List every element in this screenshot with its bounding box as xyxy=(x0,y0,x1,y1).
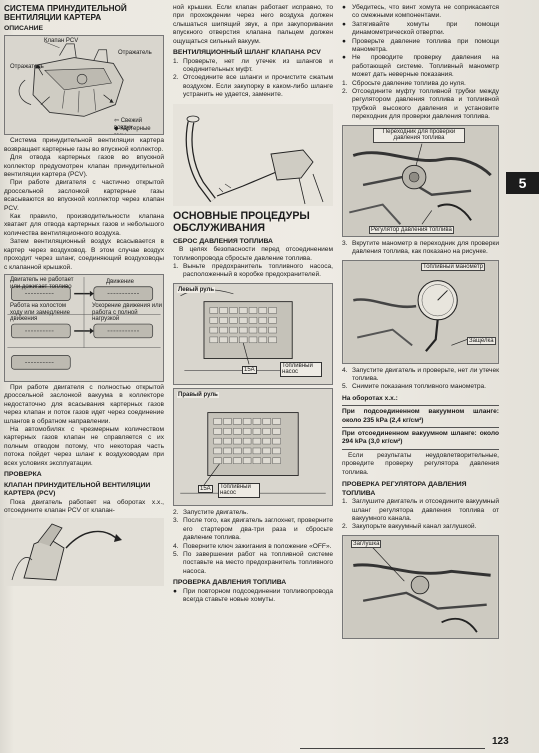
column-left: СИСТЕМА ПРИНУДИТЕЛЬНОЙ ВЕНТИЛЯЦИИ КАРТЕР… xyxy=(4,4,164,586)
main-heading-maintenance: ОСНОВНЫЕ ПРОЦЕДУРЫ ОБСЛУЖИВАНИЯ xyxy=(173,209,310,234)
list-item: ●Убедитесь, что винт хомута не соприкаса… xyxy=(342,4,499,20)
section-title-pcv: СИСТЕМА ПРИНУДИТЕЛЬНОЙ ВЕНТИЛЯЦИИ КАРТЕР… xyxy=(4,4,127,23)
fuel-pressure-check-heading: ПРОВЕРКА ДАВЛЕНИЯ ТОПЛИВА xyxy=(173,579,287,587)
label-plug: Заглушка xyxy=(351,539,382,549)
vacuum-plug-drawing xyxy=(343,535,498,638)
figure-vacuum-plug: Заглушка xyxy=(342,534,499,639)
label-movement: Движение xyxy=(106,278,134,285)
list-item: 1.Выньте предохранитель топливного насос… xyxy=(173,263,333,279)
valve-modes-drawing xyxy=(7,276,161,370)
paragraph: Для отвода картерных газов во впускной к… xyxy=(4,154,164,179)
label-deflector-right: Отражатель xyxy=(118,50,152,57)
figure-adapter-regulator: Переходник для проверки давления топлива… xyxy=(342,124,499,237)
figure-pcv-engine: Клапан PCV Отражатель Отражатель ⇦ Свежи… xyxy=(4,35,164,136)
paragraph: ной крышки. Если клапан работает исправн… xyxy=(173,4,333,45)
description-heading: ОПИСАНИЕ xyxy=(4,24,44,32)
figure-air-blow xyxy=(173,103,333,206)
list-item: 1.Сбросьте давление топлива до нуля. xyxy=(342,79,466,87)
list-item: 2.Запустите двигатель. xyxy=(173,508,249,516)
spec-with-vacuum: При подсоединенном вакуумном шланге: око… xyxy=(342,408,499,424)
fusebox-rhd-drawing xyxy=(180,412,326,494)
list-item: 1.Заглушите двигатель и отсоедините ваку… xyxy=(342,498,499,522)
label-idle: Работа на холостом ходу или замедление д… xyxy=(10,302,70,323)
list-item: 1.Проверьте, нет ли утечек из шлангов и … xyxy=(173,57,333,74)
list-item: 2.Закупорьте вакуумный канал заглушкой. xyxy=(342,523,477,531)
label-pressure-regulator: Регулятор давления топлива xyxy=(369,225,454,235)
check-bullets: ●При повторном подсоединении топливопров… xyxy=(173,588,333,605)
spec-without-vacuum: При отсоединенном вакуумном шланге: окол… xyxy=(342,429,499,446)
label-fuel-pump-rhd: Топливный насос xyxy=(218,482,260,499)
paragraph: При работе двигателя с полностью открыто… xyxy=(4,383,164,425)
figure-pcv-modes: Двигатель не работает или дожигает топли… xyxy=(4,273,164,382)
list-item: 3.После того, как двигатель заглохнет, п… xyxy=(173,517,333,542)
list-item: 5.Снимите показания топливного манометра… xyxy=(342,383,486,391)
page-number: 123 xyxy=(492,736,509,747)
idle-heading: На оборотах х.х.: xyxy=(342,394,398,402)
check-heading: ПРОВЕРКА xyxy=(4,470,42,478)
hose-heading: ВЕНТИЛЯЦИОННЫЙ ШЛАНГ КЛАПАНА PCV xyxy=(173,49,321,57)
list-item: 2.Отсоедините все шланги и прочистите сж… xyxy=(173,74,333,99)
fuel-gauge-drawing xyxy=(343,260,498,363)
paragraph: Если результаты неудовлетворительные, пр… xyxy=(342,451,499,476)
list-item: 2.Отсоедините муфту топливной трубки меж… xyxy=(342,88,499,121)
air-blow-drawing xyxy=(185,115,324,204)
paragraph: На автомобилях с чрезмерным количеством … xyxy=(4,425,164,467)
list-item: ●Затягивайте хомуты при помощи динамомет… xyxy=(342,20,499,37)
release-steps-1: 1.Выньте предохранитель топливного насос… xyxy=(173,263,333,280)
paragraph: Как правило, производительности клапана … xyxy=(4,213,164,237)
figure-fusebox-rhd: Правый руль 15A Топливный насос xyxy=(173,387,333,506)
paragraph: Система принудительной вентиляции картер… xyxy=(4,137,164,153)
release-steps-2: 2.Запустите двигатель. 3.После того, как… xyxy=(173,509,333,576)
release-heading: СБРОС ДАВЛЕНИЯ ТОПЛИВА xyxy=(173,237,273,245)
label-clamp: Защелка xyxy=(467,336,496,346)
label-pcv-valve: Клапан PCV xyxy=(44,38,79,45)
steps-1: 1.Сбросьте давление топлива до нуля. 2.О… xyxy=(342,80,499,122)
regulator-steps: 1.Заглушите двигатель и отсоедините ваку… xyxy=(342,498,499,532)
label-fuse-15a-rhd: 15A xyxy=(198,484,213,494)
label-acceleration: Ускорение движения или работа с полной н… xyxy=(92,302,162,323)
label-lhd: Левый руль xyxy=(177,286,216,294)
label-pressure-adapter: Переходник для проверки давления топлива xyxy=(373,127,465,143)
label-fuel-gauge: Топливный манометр xyxy=(421,262,485,272)
column-right: ●Убедитесь, что винт хомута не соприкаса… xyxy=(342,4,499,639)
paragraph: В целях безопасности перед отсоединением… xyxy=(173,246,333,262)
legend-crankcase-gases: ◆ Картерные газы xyxy=(114,126,151,134)
legend-fresh-air: ⇦ Свежий воздух xyxy=(114,118,143,131)
valve-finger-drawing xyxy=(11,523,122,581)
engine-drawing xyxy=(18,42,124,118)
list-item: 3.Вкрутите манометр в переходник для про… xyxy=(342,239,499,256)
label-rhd: Правый руль xyxy=(177,391,219,399)
paragraph: Пока двигатель работает на оборотах х.х.… xyxy=(4,498,164,515)
column-middle: ной крышки. Если клапан работает исправн… xyxy=(173,4,333,605)
list-item: 4.Запустите двигатель и проверьте, нет л… xyxy=(342,366,499,382)
figure-fusebox-lhd: Левый руль 15A Топливный насос xyxy=(173,282,333,385)
label-fuse-15a-lhd: 15A xyxy=(242,365,257,375)
list-item: ●При повторном подсоединении топливопров… xyxy=(173,587,333,604)
pcv-valve-heading: КЛАПАН ПРИНУДИТЕЛЬНОЙ ВЕНТИЛЯЦИИ КАРТЕРА… xyxy=(4,481,151,498)
fusebox-lhd-drawing xyxy=(180,289,322,371)
list-item: ●Не проводите проверку давления на работ… xyxy=(342,54,499,79)
steps-2: 3.Вкрутите манометр в переходник для про… xyxy=(342,240,499,257)
footer-rule xyxy=(300,748,485,749)
regulator-check-heading: ПРОВЕРКА РЕГУЛЯТОРА ДАВЛЕНИЯ ТОПЛИВА xyxy=(342,480,467,497)
figure-fuel-gauge: Топливный манометр Защелка xyxy=(342,259,499,364)
bullets: ●Убедитесь, что винт хомута не соприкаса… xyxy=(342,4,499,80)
paragraph: Затем вентиляционный воздух всасывается … xyxy=(4,238,164,271)
label-engine-off: Двигатель не работает или дожигает топли… xyxy=(10,276,74,290)
steps-3: 4.Запустите двигатель и проверьте, нет л… xyxy=(342,367,499,392)
label-fuel-pump-lhd: Топливный насос xyxy=(280,361,322,378)
adapter-regulator-drawing xyxy=(343,125,498,236)
hose-steps: 1.Проверьте, нет ли утечек из шлангов и … xyxy=(173,58,333,100)
list-item: 4.Поверните ключ зажигания в положение «… xyxy=(173,542,332,550)
chapter-tab: 5 xyxy=(506,172,539,194)
paragraph: При работе двигателя с частично открытой… xyxy=(4,179,164,212)
figure-valve-finger xyxy=(4,517,164,586)
list-item: 5.По завершении работ на топливной систе… xyxy=(173,550,333,575)
label-deflector-left: Отражатель xyxy=(10,64,44,71)
list-item: ●Проверьте давление топлива при помощи м… xyxy=(342,37,499,54)
